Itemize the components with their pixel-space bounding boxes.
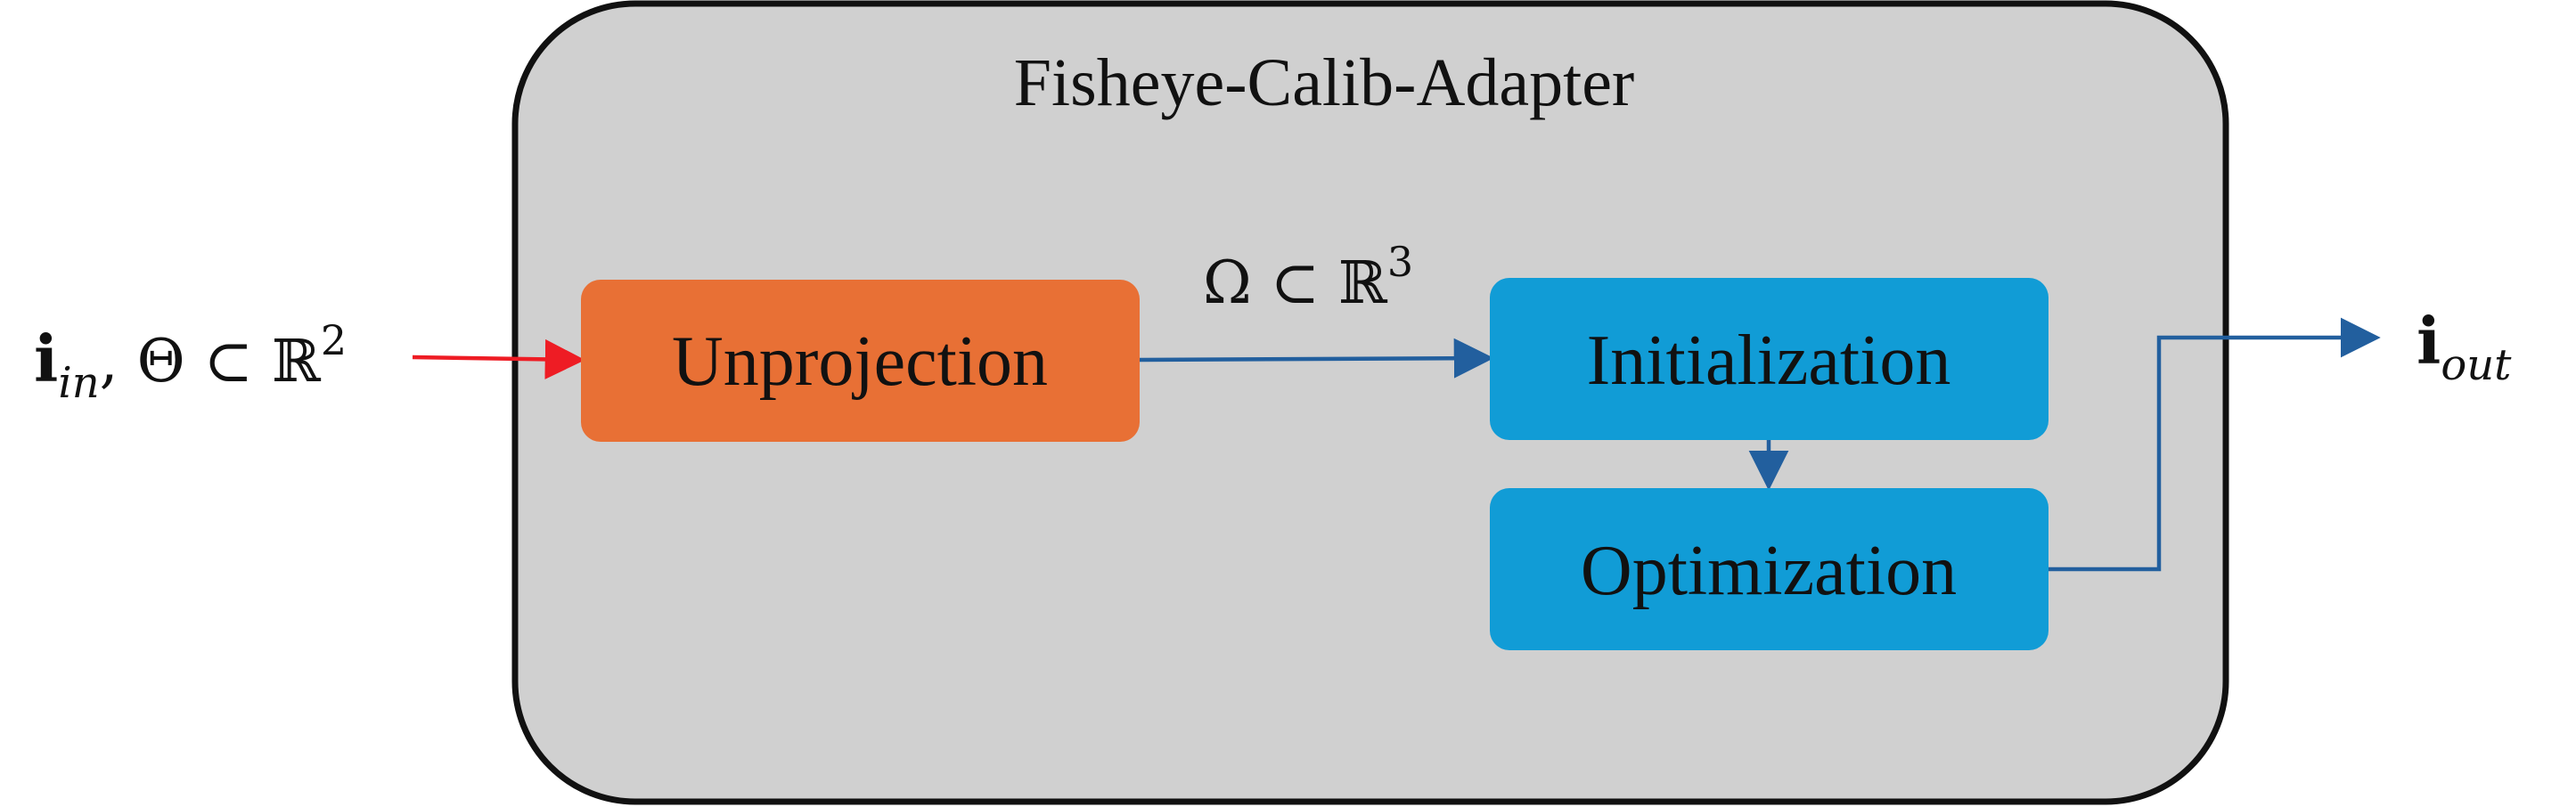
omega-set-expression: Ω ⊂ ℝ <box>1203 249 1388 317</box>
optimization-label: Optimization <box>1581 532 1957 610</box>
initialization-box <box>1490 278 2049 440</box>
output-label: iout <box>2417 303 2512 390</box>
unprojection-box <box>581 280 1140 442</box>
output-vector-symbol: i <box>2417 303 2441 379</box>
input-set-expression: , Θ ⊂ ℝ <box>100 327 322 395</box>
unprojection-to-initialization-arrow <box>1139 338 1494 379</box>
input-vector-symbol: i <box>34 321 58 396</box>
unprojection-label: Unprojection <box>672 322 1048 401</box>
omega-superscript: 3 <box>1387 238 1413 286</box>
input-label: iin, Θ ⊂ ℝ2 <box>34 316 347 408</box>
container-title: Fisheye-Calib-Adapter <box>1014 45 1634 120</box>
input-arrow <box>412 338 585 379</box>
input-superscript: 2 <box>321 316 347 364</box>
output-arrow <box>2049 317 2381 572</box>
output-subscript: out <box>2441 340 2512 390</box>
initialization-label: Initialization <box>1587 322 1951 400</box>
omega-label: Ω ⊂ ℝ3 <box>1203 238 1413 317</box>
optimization-box <box>1490 488 2049 650</box>
input-subscript: in <box>58 358 99 408</box>
